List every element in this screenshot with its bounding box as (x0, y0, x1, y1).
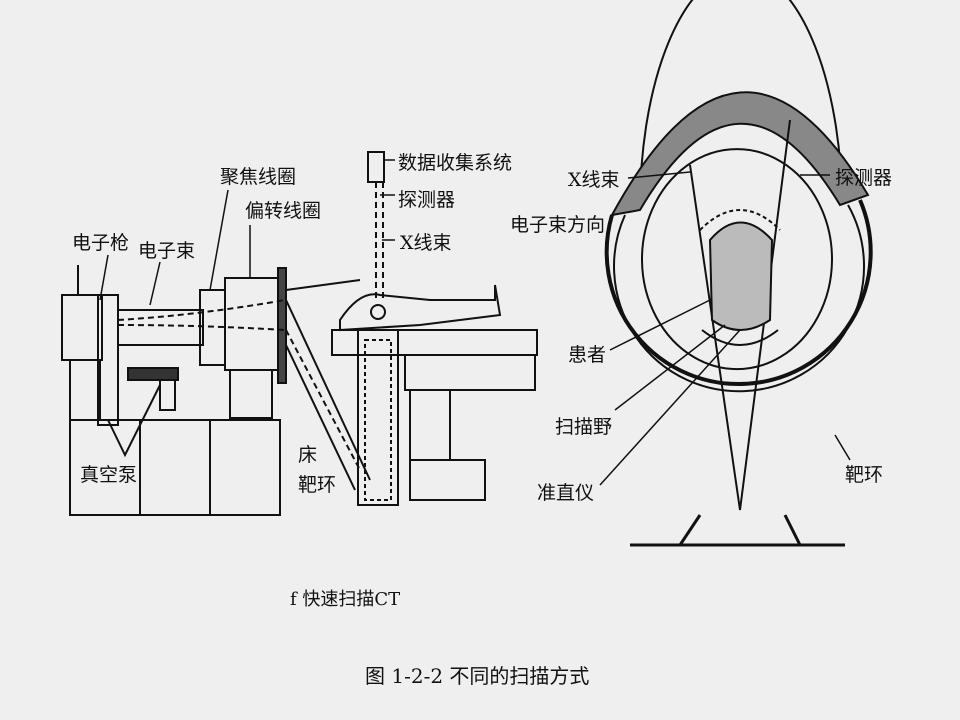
label-bed: 床 (298, 444, 318, 466)
label-electron-beam-direction: 电子束方向 (510, 214, 606, 236)
label-detector: 探测器 (398, 189, 456, 211)
scanner-side-view (61, 151, 538, 516)
label-detector-right: 探测器 (835, 167, 893, 189)
label-target-ring: 靶环 (298, 474, 337, 496)
label-deflection-coil: 偏转线圈 (245, 200, 322, 222)
label-xray-beam-right: X线束 (568, 169, 620, 191)
label-vacuum-pump: 真空泵 (80, 464, 138, 486)
label-scan-field: 扫描野 (555, 416, 613, 438)
label-xray-beam: X线束 (400, 232, 452, 254)
label-collimator: 准直仪 (537, 482, 595, 504)
label-focus-coil: 聚焦线圈 (220, 166, 297, 188)
label-electron-beam: 电子束 (138, 240, 196, 262)
label-data-acquisition: 数据收集系统 (398, 152, 513, 174)
target-ring-front-view (599, 0, 873, 547)
label-target-ring-right: 靶环 (845, 464, 884, 486)
label-electron-gun: 电子枪 (72, 232, 130, 254)
subcaption: f 快速扫描CT (290, 589, 401, 610)
figure-caption: 图 1-2-2 不同的扫描方式 (365, 664, 590, 688)
label-patient: 患者 (568, 344, 607, 366)
